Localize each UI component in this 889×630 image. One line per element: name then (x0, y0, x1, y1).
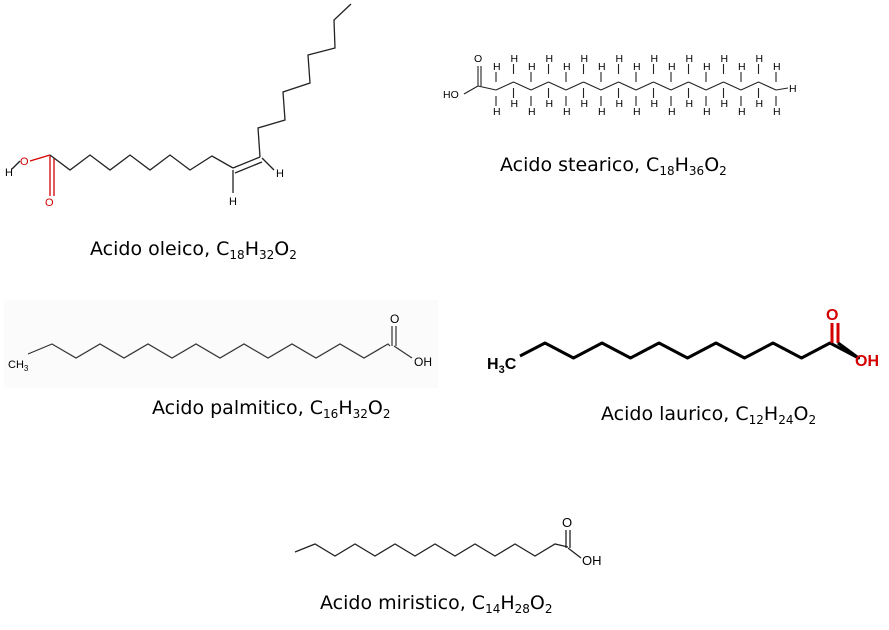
stearic-h-atom: H (563, 61, 571, 73)
stearic-h-atom: H (651, 98, 659, 110)
stearic-h-atom: H (511, 53, 519, 65)
stearic-h-atom: H (598, 106, 606, 118)
stearic-backbone-bond (723, 81, 742, 91)
oleic-acid-skeleton (11, 3, 352, 196)
stearic-backbone-bond (705, 81, 724, 91)
stearic-h-atom: H (756, 53, 764, 65)
caption-lauric-acid: Acido laurico, C12H24O2 (601, 403, 817, 427)
stearic-h-atom: H (546, 53, 554, 65)
stearic-backbone-bond (670, 81, 689, 91)
oleic-double-bond-b (234, 161, 263, 174)
stearic-h-atom: H (703, 106, 711, 118)
palmitic-chain (27, 343, 391, 359)
lauric-chain (519, 341, 860, 360)
stearic-h-atom: H (686, 53, 694, 65)
stearic-acid-skeleton (463, 64, 789, 106)
stearic-h-atom: H (493, 106, 501, 118)
stearic-h-atom: H (528, 61, 536, 73)
palmitic-acid-skeleton (27, 326, 413, 359)
stearic-h-atom: H (493, 61, 501, 73)
oleic-vinyl-h-right: H (276, 168, 284, 180)
lauric-hydroxyl: OH (855, 353, 879, 370)
palmitic-bond-c-oh (393, 345, 413, 359)
palmitic-methyl: CH3 (8, 359, 29, 373)
stearic-h-atom: H (721, 98, 729, 110)
oleic-chain-upper (257, 3, 352, 158)
stearic-backbone-bond (495, 81, 514, 91)
myristic-bond-c-oh (567, 547, 582, 559)
stearic-h-atom: H (633, 106, 641, 118)
stearic-backbone-bond (600, 81, 619, 91)
palmitic-panel-background (4, 300, 438, 388)
stearic-h-atom: H (668, 106, 676, 118)
stearic-h-atom: H (668, 61, 676, 73)
stearic-backbone-bond (688, 81, 707, 91)
stearic-terminal-h: H (789, 83, 797, 95)
palmitic-carbonyl-o: O (390, 312, 399, 326)
stearic-backbone-bond (740, 81, 759, 91)
myristic-hydroxyl: OH (582, 553, 602, 568)
myristic-acid-skeleton (294, 530, 582, 559)
stearic-bond-o-c (463, 85, 479, 95)
myristic-chain (294, 543, 569, 557)
stearic-h-atom: H (616, 98, 624, 110)
stearic-h-atom: H (721, 53, 729, 65)
caption-oleic-acid: Acido oleico, C18H32O2 (90, 238, 297, 262)
stearic-h-atom: H (581, 53, 589, 65)
stearic-hydroxyl: HO (443, 89, 459, 101)
oleic-chain-lower (49, 154, 234, 171)
palmitic-hydroxyl: OH (414, 355, 432, 369)
stearic-h-atom: H (528, 106, 536, 118)
oleic-vinyl-h-bottom: H (229, 196, 237, 208)
lauric-bond-c-oh (837, 341, 854, 356)
myristic-carbonyl-o: O (562, 515, 572, 530)
stearic-h-atom: H (756, 98, 764, 110)
oleic-bond-h-o (11, 160, 21, 170)
stearic-backbone-bond (477, 85, 497, 91)
stearic-backbone-bond (583, 81, 602, 91)
stearic-h-atom: H (546, 98, 554, 110)
stearic-backbone-bond (513, 81, 532, 91)
stearic-h-atom: H (581, 98, 589, 110)
stearic-terminal-h-bond (775, 87, 789, 91)
stearic-h-atom: H (616, 53, 624, 65)
stearic-h-atom: H (738, 61, 746, 73)
stearic-backbone-bond (653, 81, 672, 91)
caption-palmitic-acid: Acido palmitico, C16H32O2 (152, 397, 391, 421)
oleic-hydroxyl-h: H (5, 167, 13, 179)
oleic-hydroxyl-o: O (20, 156, 29, 168)
stearic-backbone-bond (548, 81, 567, 91)
stearic-backbone-bond (530, 81, 549, 91)
oleic-double-bond-a (232, 156, 261, 169)
caption-myristic-acid: Acido miristico, C14H28O2 (320, 592, 553, 616)
stearic-carbonyl-o: O (474, 53, 482, 65)
stearic-h-atom: H (773, 61, 781, 73)
oleic-bond-vinyl-h (261, 157, 275, 171)
lauric-acid-skeleton (519, 323, 860, 360)
stearic-h-atom: H (703, 61, 711, 73)
stearic-h-atom: H (738, 106, 746, 118)
stearic-h-atom: H (686, 98, 694, 110)
stearic-h-atom: H (563, 106, 571, 118)
stearic-h-atom: H (773, 106, 781, 118)
oleic-carbonyl-o: O (45, 197, 54, 209)
lauric-carbonyl-o: O (826, 307, 838, 324)
stearic-backbone-bond (635, 81, 654, 91)
stearic-h-atom: H (651, 53, 659, 65)
stearic-backbone-bond (758, 81, 777, 91)
oleic-bond-o-c (29, 154, 51, 162)
stearic-h-atom: H (633, 61, 641, 73)
stearic-backbone-bond (565, 81, 584, 91)
caption-stearic-acid: Acido stearico, C18H36O2 (500, 154, 727, 178)
stearic-h-atom: H (511, 98, 519, 110)
stearic-h-atom: H (598, 61, 606, 73)
stearic-backbone-bond (618, 81, 637, 91)
lauric-methyl: H3C (487, 356, 517, 376)
